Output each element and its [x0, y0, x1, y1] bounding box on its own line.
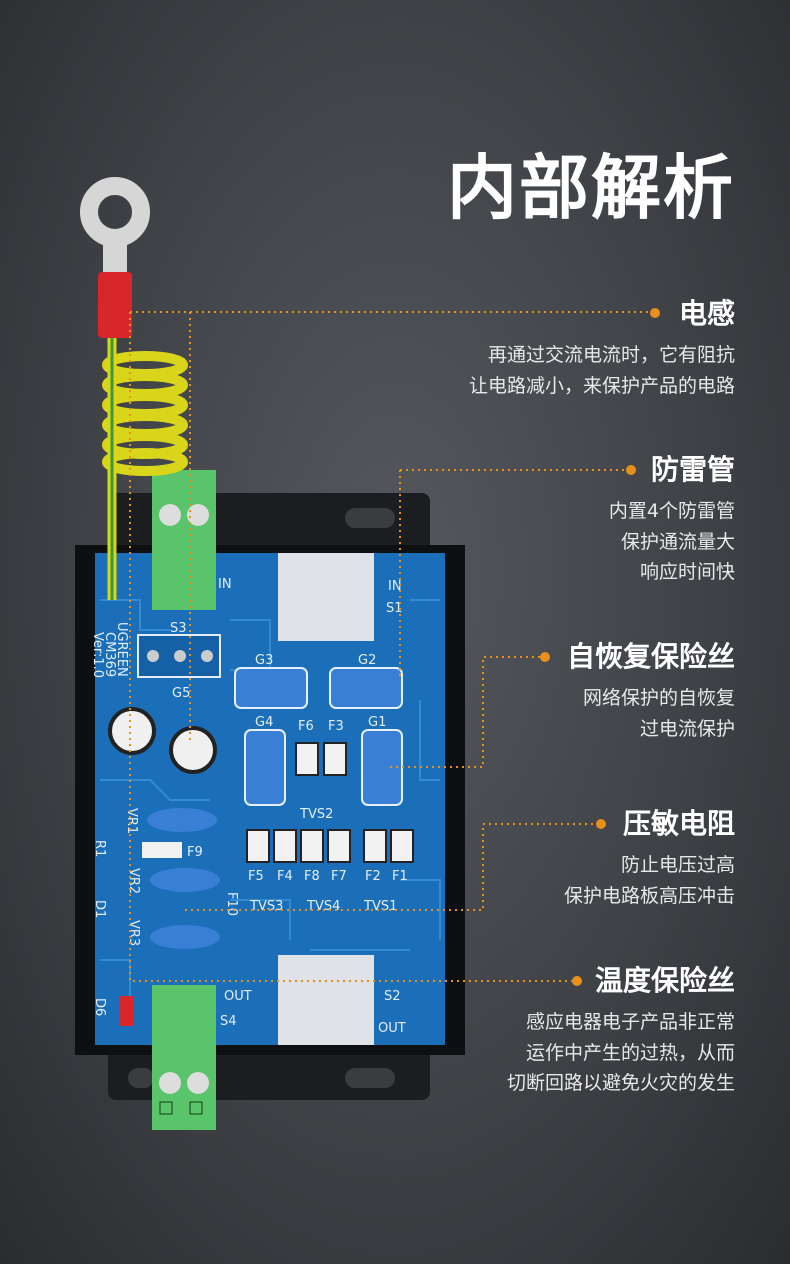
pcb-label: F3 [328, 719, 344, 734]
callout-text: 响应时间快 [639, 561, 735, 583]
callout-gas-tube: 防雷管 内置4个防雷管 保护通流量大 响应时间快 [609, 452, 735, 588]
pcb-label: G1 [368, 715, 386, 730]
pcb-label: TVS2 [299, 807, 333, 822]
pcb-label: OUT [378, 1021, 406, 1036]
pcb-label: D1 [92, 900, 107, 918]
callout-text: 网络保护的自恢复 [582, 687, 735, 709]
insulated-sleeve [98, 272, 132, 338]
rj45-port-in [278, 553, 374, 641]
pcb-model: CM369 [102, 632, 117, 677]
pcb-label: S1 [386, 601, 403, 616]
pcb-label: F4 [277, 869, 293, 884]
callout-inductor: 电感 再通过交流电流时，它有阻抗 让电路减小，来保护产品的电路 [469, 296, 735, 401]
pcb-label: F2 [365, 869, 381, 884]
pcb-label: F8 [304, 869, 320, 884]
gas-discharge-tubes [234, 667, 403, 806]
pcb-label: VR3 [126, 920, 141, 946]
callout-thermal-fuse: 温度保险丝 感应电器电子产品非正常 运作中产生的过热，从而 切断回路以避免火灾的… [507, 963, 735, 1099]
pcb-label: F10 [224, 892, 239, 916]
thermal-fuse [108, 707, 156, 755]
capacitor [169, 726, 217, 774]
pcb-label: S4 [220, 1014, 237, 1029]
pcb-label: VR2 [126, 868, 141, 894]
page-title: 内部解析 [447, 147, 735, 229]
pcb-label: F9 [187, 845, 203, 860]
callout-text: 保护通流量大 [620, 530, 735, 553]
callout-text: 保护电路板高压冲击 [563, 884, 735, 907]
callout-heading: 压敏电阻 [622, 807, 735, 840]
pcb-label: G4 [255, 715, 273, 730]
resettable-fuses [246, 742, 414, 863]
pcb-label: F6 [298, 719, 314, 734]
callout-text: 感应电器电子产品非正常 [525, 1011, 735, 1033]
pcb-brand: UGREEN [114, 622, 129, 677]
pcb-label: OUT [224, 989, 252, 1004]
callout-text: 切断回路以避免火灾的发生 [506, 1072, 735, 1094]
inductor-coil [102, 351, 188, 476]
callout-varistor: 压敏电阻 防止电压过高 保护电路板高压冲击 [564, 806, 735, 911]
pcb-version: Ver:1.0 [90, 632, 105, 678]
terminal-block-in [152, 470, 216, 610]
callout-text: 让电路减小，来保护产品的电路 [468, 374, 735, 397]
pcb-label: VR1 [124, 808, 139, 834]
pcb-label: D6 [92, 998, 107, 1016]
callout-text: 内置4个防雷管 [608, 500, 735, 522]
pcb-label: IN [388, 579, 402, 594]
pcb-label: S3 [170, 621, 187, 636]
ring-terminal [80, 177, 150, 247]
callout-heading: 自恢复保险丝 [566, 640, 735, 673]
pcb-label: F5 [248, 869, 264, 884]
pcb-label: R1 [92, 840, 107, 857]
pcb-label: G3 [255, 653, 273, 668]
pcb-label: TVS3 [249, 899, 283, 914]
leader-dots [540, 308, 660, 986]
callout-heading: 防雷管 [650, 453, 735, 486]
pcb-label: F1 [392, 869, 408, 884]
rj45-port-out [278, 955, 374, 1045]
varistors [147, 808, 220, 949]
pcb-label: G2 [358, 653, 376, 668]
pcb-label: G5 [172, 686, 190, 701]
callout-text: 运作中产生的过热，从而 [525, 1041, 735, 1064]
callout-resettable-fuse: 自恢复保险丝 网络保护的自恢复 过电流保护 [567, 639, 735, 744]
pcb-label: TVS4 [306, 899, 340, 914]
pcb-label: TVS1 [363, 899, 397, 914]
pcb-label: S2 [384, 989, 401, 1004]
callout-heading: 温度保险丝 [594, 964, 735, 997]
callout-heading: 电感 [678, 297, 735, 330]
callout-text: 再通过交流电流时，它有阻抗 [487, 344, 735, 366]
callout-text: 防止电压过高 [620, 854, 735, 876]
callout-text: 过电流保护 [639, 717, 735, 740]
terminal-block-out [152, 985, 216, 1130]
pcb-label: F7 [331, 869, 347, 884]
pcb-label: IN [218, 577, 232, 592]
leader-lines [129, 311, 650, 982]
